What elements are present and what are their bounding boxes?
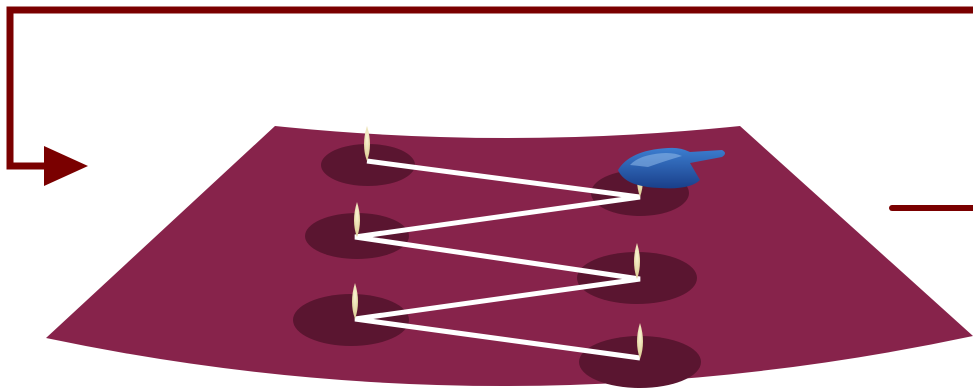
spot-lower-right <box>579 336 701 388</box>
flames <box>352 126 643 359</box>
curved-tray <box>46 126 973 387</box>
flame-icon <box>364 126 370 161</box>
zigzag-path <box>354 158 641 361</box>
spot-upper-left <box>321 144 415 186</box>
spot-lower-left <box>293 294 409 346</box>
flame-icon <box>637 323 643 359</box>
flame-icon <box>352 283 358 319</box>
blue-nozzle-icon <box>618 147 725 189</box>
return-arrow-icon <box>6 6 973 186</box>
flame-icon <box>634 243 640 279</box>
return-arrow-head <box>44 146 88 186</box>
return-arrow-line <box>6 6 973 170</box>
nozzle-highlight <box>630 153 682 167</box>
flame-icon <box>354 202 360 237</box>
